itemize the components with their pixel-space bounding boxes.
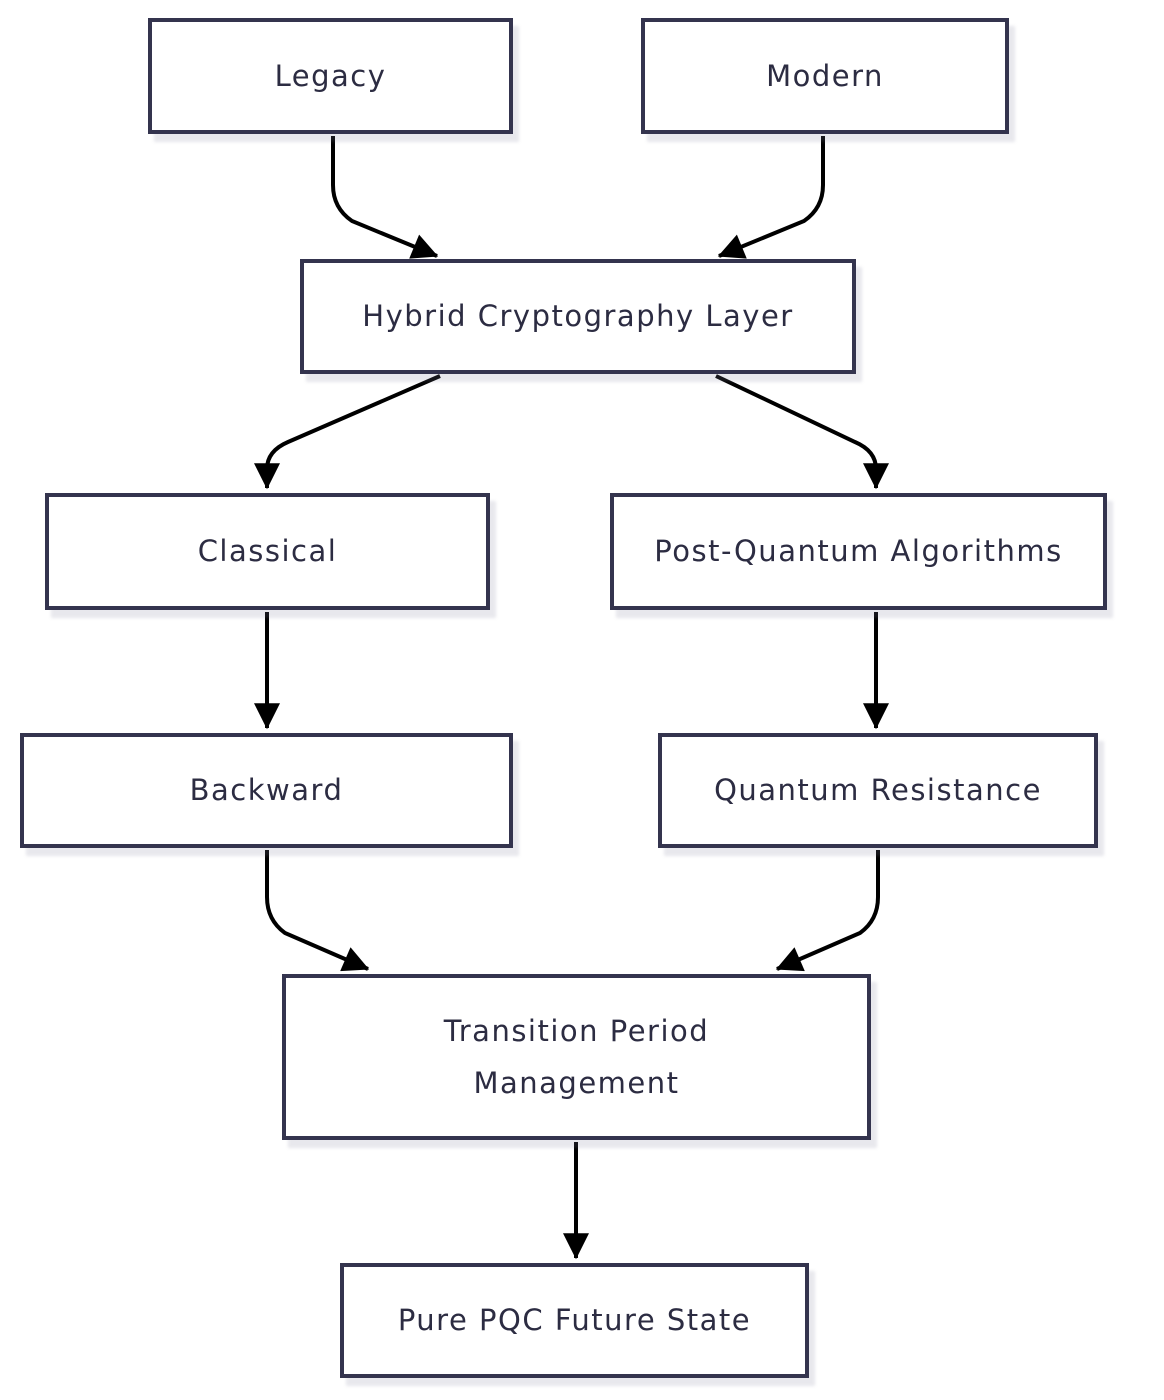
edge-hybrid-classical xyxy=(254,374,441,490)
node-quantum-resistance: Quantum Resistance xyxy=(658,733,1098,848)
node-modern: Modern xyxy=(641,18,1009,134)
node-legacy: Legacy xyxy=(148,18,513,134)
edge-quantum-resistance-transition xyxy=(775,850,880,972)
node-hybrid-cryptography-layer: Hybrid Cryptography Layer xyxy=(300,259,856,374)
node-pure-pqc-future-state-label: Pure PQC Future State xyxy=(397,1303,752,1338)
edge-backward-transition xyxy=(265,850,370,972)
node-transition-period-management-label: Transition Period Management xyxy=(443,1013,710,1100)
node-quantum-resistance-label: Quantum Resistance xyxy=(714,773,1042,808)
node-classical: Classical xyxy=(45,493,490,610)
edge-legacy-hybrid xyxy=(331,136,439,259)
node-backward: Backward xyxy=(20,733,513,848)
node-legacy-label: Legacy xyxy=(274,58,387,93)
edge-modern-hybrid xyxy=(717,136,825,259)
node-post-quantum-algorithms-label: Post-Quantum Algorithms xyxy=(654,534,1063,569)
node-post-quantum-algorithms: Post-Quantum Algorithms xyxy=(610,493,1107,610)
node-backward-label: Backward xyxy=(189,773,344,808)
node-classical-label: Classical xyxy=(197,534,338,569)
node-hybrid-cryptography-layer-label: Hybrid Cryptography Layer xyxy=(362,299,794,334)
node-modern-label: Modern xyxy=(766,58,884,93)
node-pure-pqc-future-state: Pure PQC Future State xyxy=(340,1263,809,1378)
edge-hybrid-post-quantum xyxy=(715,374,889,490)
node-transition-period-management: Transition Period Management xyxy=(282,974,871,1140)
